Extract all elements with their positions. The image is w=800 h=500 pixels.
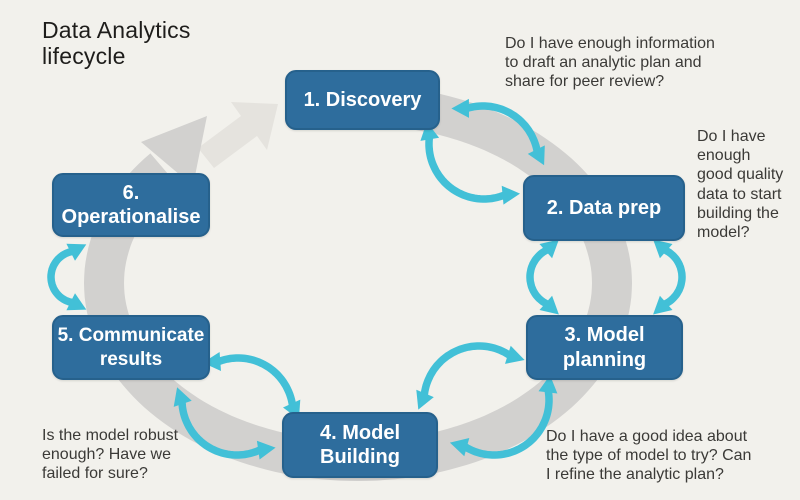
- sync-arrows-dataprep-modelplanning-head: [653, 239, 673, 259]
- cycle-ring-light-arrow: [198, 102, 278, 168]
- stage-box-model-planning: 3. Model planning: [526, 315, 683, 380]
- sync-arrows-modelplanning-modelbuilding-head: [505, 345, 525, 364]
- sync-arrows-modelplanning-modelbuilding: [420, 342, 512, 396]
- sync-arrows-modelbuilding-communicate: [178, 401, 262, 459]
- sync-arrows-discovery-dataprep: [465, 102, 541, 153]
- question-model-robust: Is the model robust enough? Have we fail…: [42, 427, 179, 483]
- sync-arrows-communicate-operationalise-head: [66, 243, 87, 261]
- sync-arrows-discovery-dataprep-head: [420, 122, 440, 141]
- sync-arrows-communicate-operationalise-head: [66, 293, 87, 311]
- sync-arrows-discovery-dataprep-head: [451, 98, 469, 118]
- sync-arrows-communicate-operationalise: [47, 247, 74, 307]
- sync-arrows-modelplanning-modelbuilding-head: [416, 389, 434, 410]
- stage-box-model-building: 4. Model Building: [282, 412, 438, 478]
- sync-arrows-modelbuilding-communicate: [216, 354, 297, 406]
- sync-arrows-discovery-dataprep-head: [501, 185, 520, 205]
- stage-box-data-prep: 2. Data prep: [523, 175, 685, 241]
- sync-arrows-dataprep-modelplanning: [663, 246, 686, 308]
- question-discovery: Do I have enough information to draft an…: [505, 35, 715, 91]
- sync-arrows-modelplanning-modelbuilding: [462, 389, 553, 459]
- sync-arrows-dataprep-modelplanning: [526, 246, 549, 308]
- page-title: Data Analytics lifecycle: [42, 17, 191, 69]
- sync-arrows-dataprep-modelplanning-head: [539, 239, 559, 259]
- sync-arrows-discovery-dataprep: [425, 136, 506, 203]
- sync-arrows-modelplanning-modelbuilding-head: [538, 375, 558, 394]
- stage-box-communicate-results: 5. Communicate results: [52, 315, 210, 380]
- question-model-planning: Do I have a good idea about the type of …: [546, 428, 752, 484]
- stage-box-operationalise: 6. Operationalise: [52, 173, 210, 237]
- sync-arrows-discovery-dataprep-head: [527, 145, 545, 166]
- sync-arrows-dataprep-modelplanning-head: [539, 295, 559, 315]
- sync-arrows-modelbuilding-communicate-head: [202, 352, 221, 371]
- question-data-prep: Do I have enough good quality data to st…: [697, 128, 784, 241]
- sync-arrows-modelbuilding-communicate-head: [256, 440, 276, 460]
- sync-arrows-modelplanning-modelbuilding-head: [449, 438, 470, 457]
- sync-arrows-dataprep-modelplanning-head: [653, 295, 673, 315]
- cycle-ring-arrowhead: [141, 116, 207, 186]
- sync-arrows-modelbuilding-communicate-head: [173, 387, 192, 407]
- stage-box-discovery: 1. Discovery: [285, 70, 440, 130]
